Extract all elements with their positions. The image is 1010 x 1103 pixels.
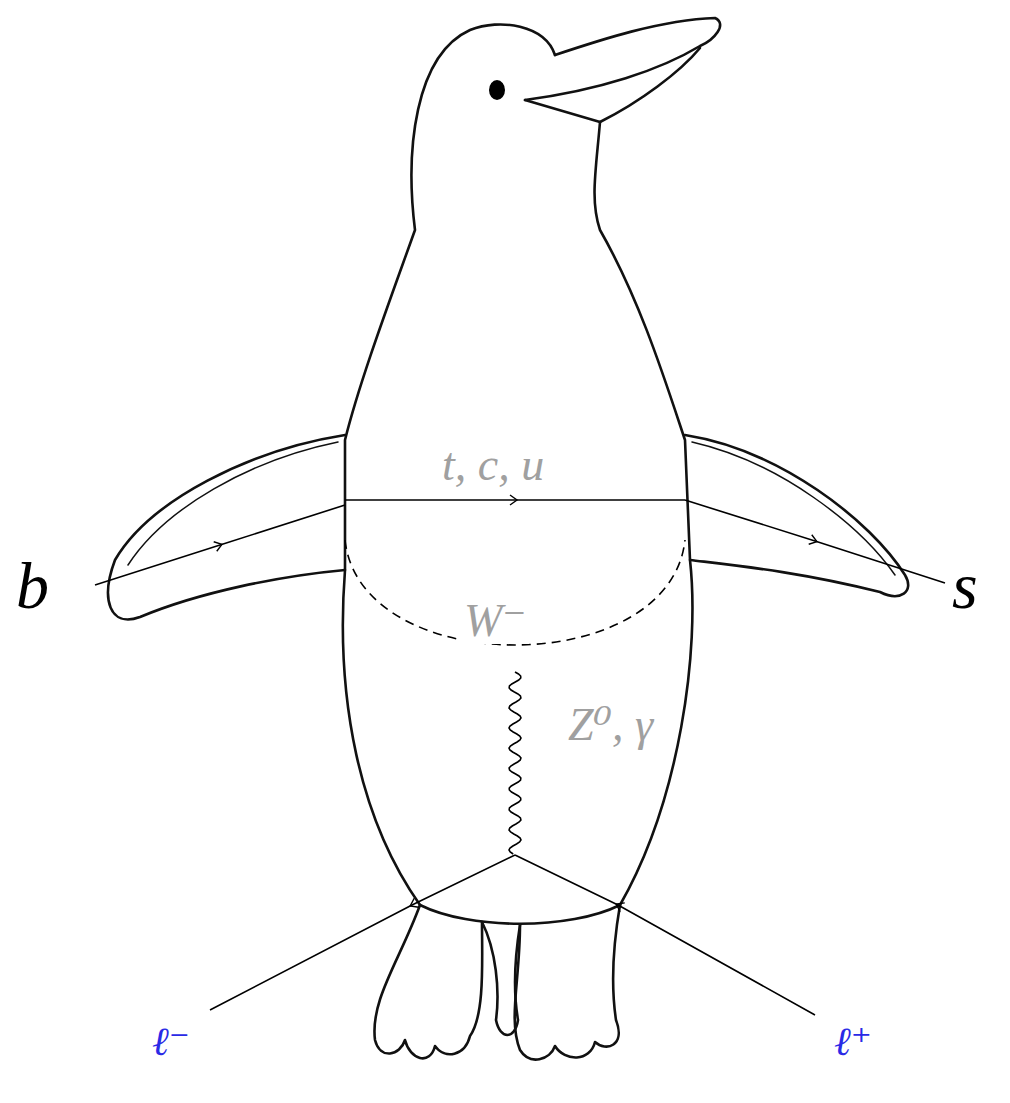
lepton-label: ℓ⁻ (150, 1022, 192, 1062)
internal-quark-label: t, c, u (440, 442, 546, 488)
b-quark-line (95, 505, 345, 585)
penguin-sketch (108, 18, 908, 1060)
lepton-minus-line (210, 855, 515, 1010)
z-photon-line (509, 672, 521, 854)
lepton-plus-line (515, 855, 815, 1015)
boson-label: Z⁰, γ (566, 702, 655, 748)
quark-label: s (950, 553, 980, 619)
feynman-lines (95, 500, 945, 1015)
internal-quark-line (345, 499, 685, 501)
s-quark-line (685, 500, 945, 583)
w-boson-line (345, 540, 685, 645)
quark-label: b (14, 553, 51, 619)
boson-label: W⁻ (462, 598, 529, 644)
lepton-label: ℓ⁺ (832, 1022, 874, 1062)
penguin-eye (489, 80, 505, 100)
